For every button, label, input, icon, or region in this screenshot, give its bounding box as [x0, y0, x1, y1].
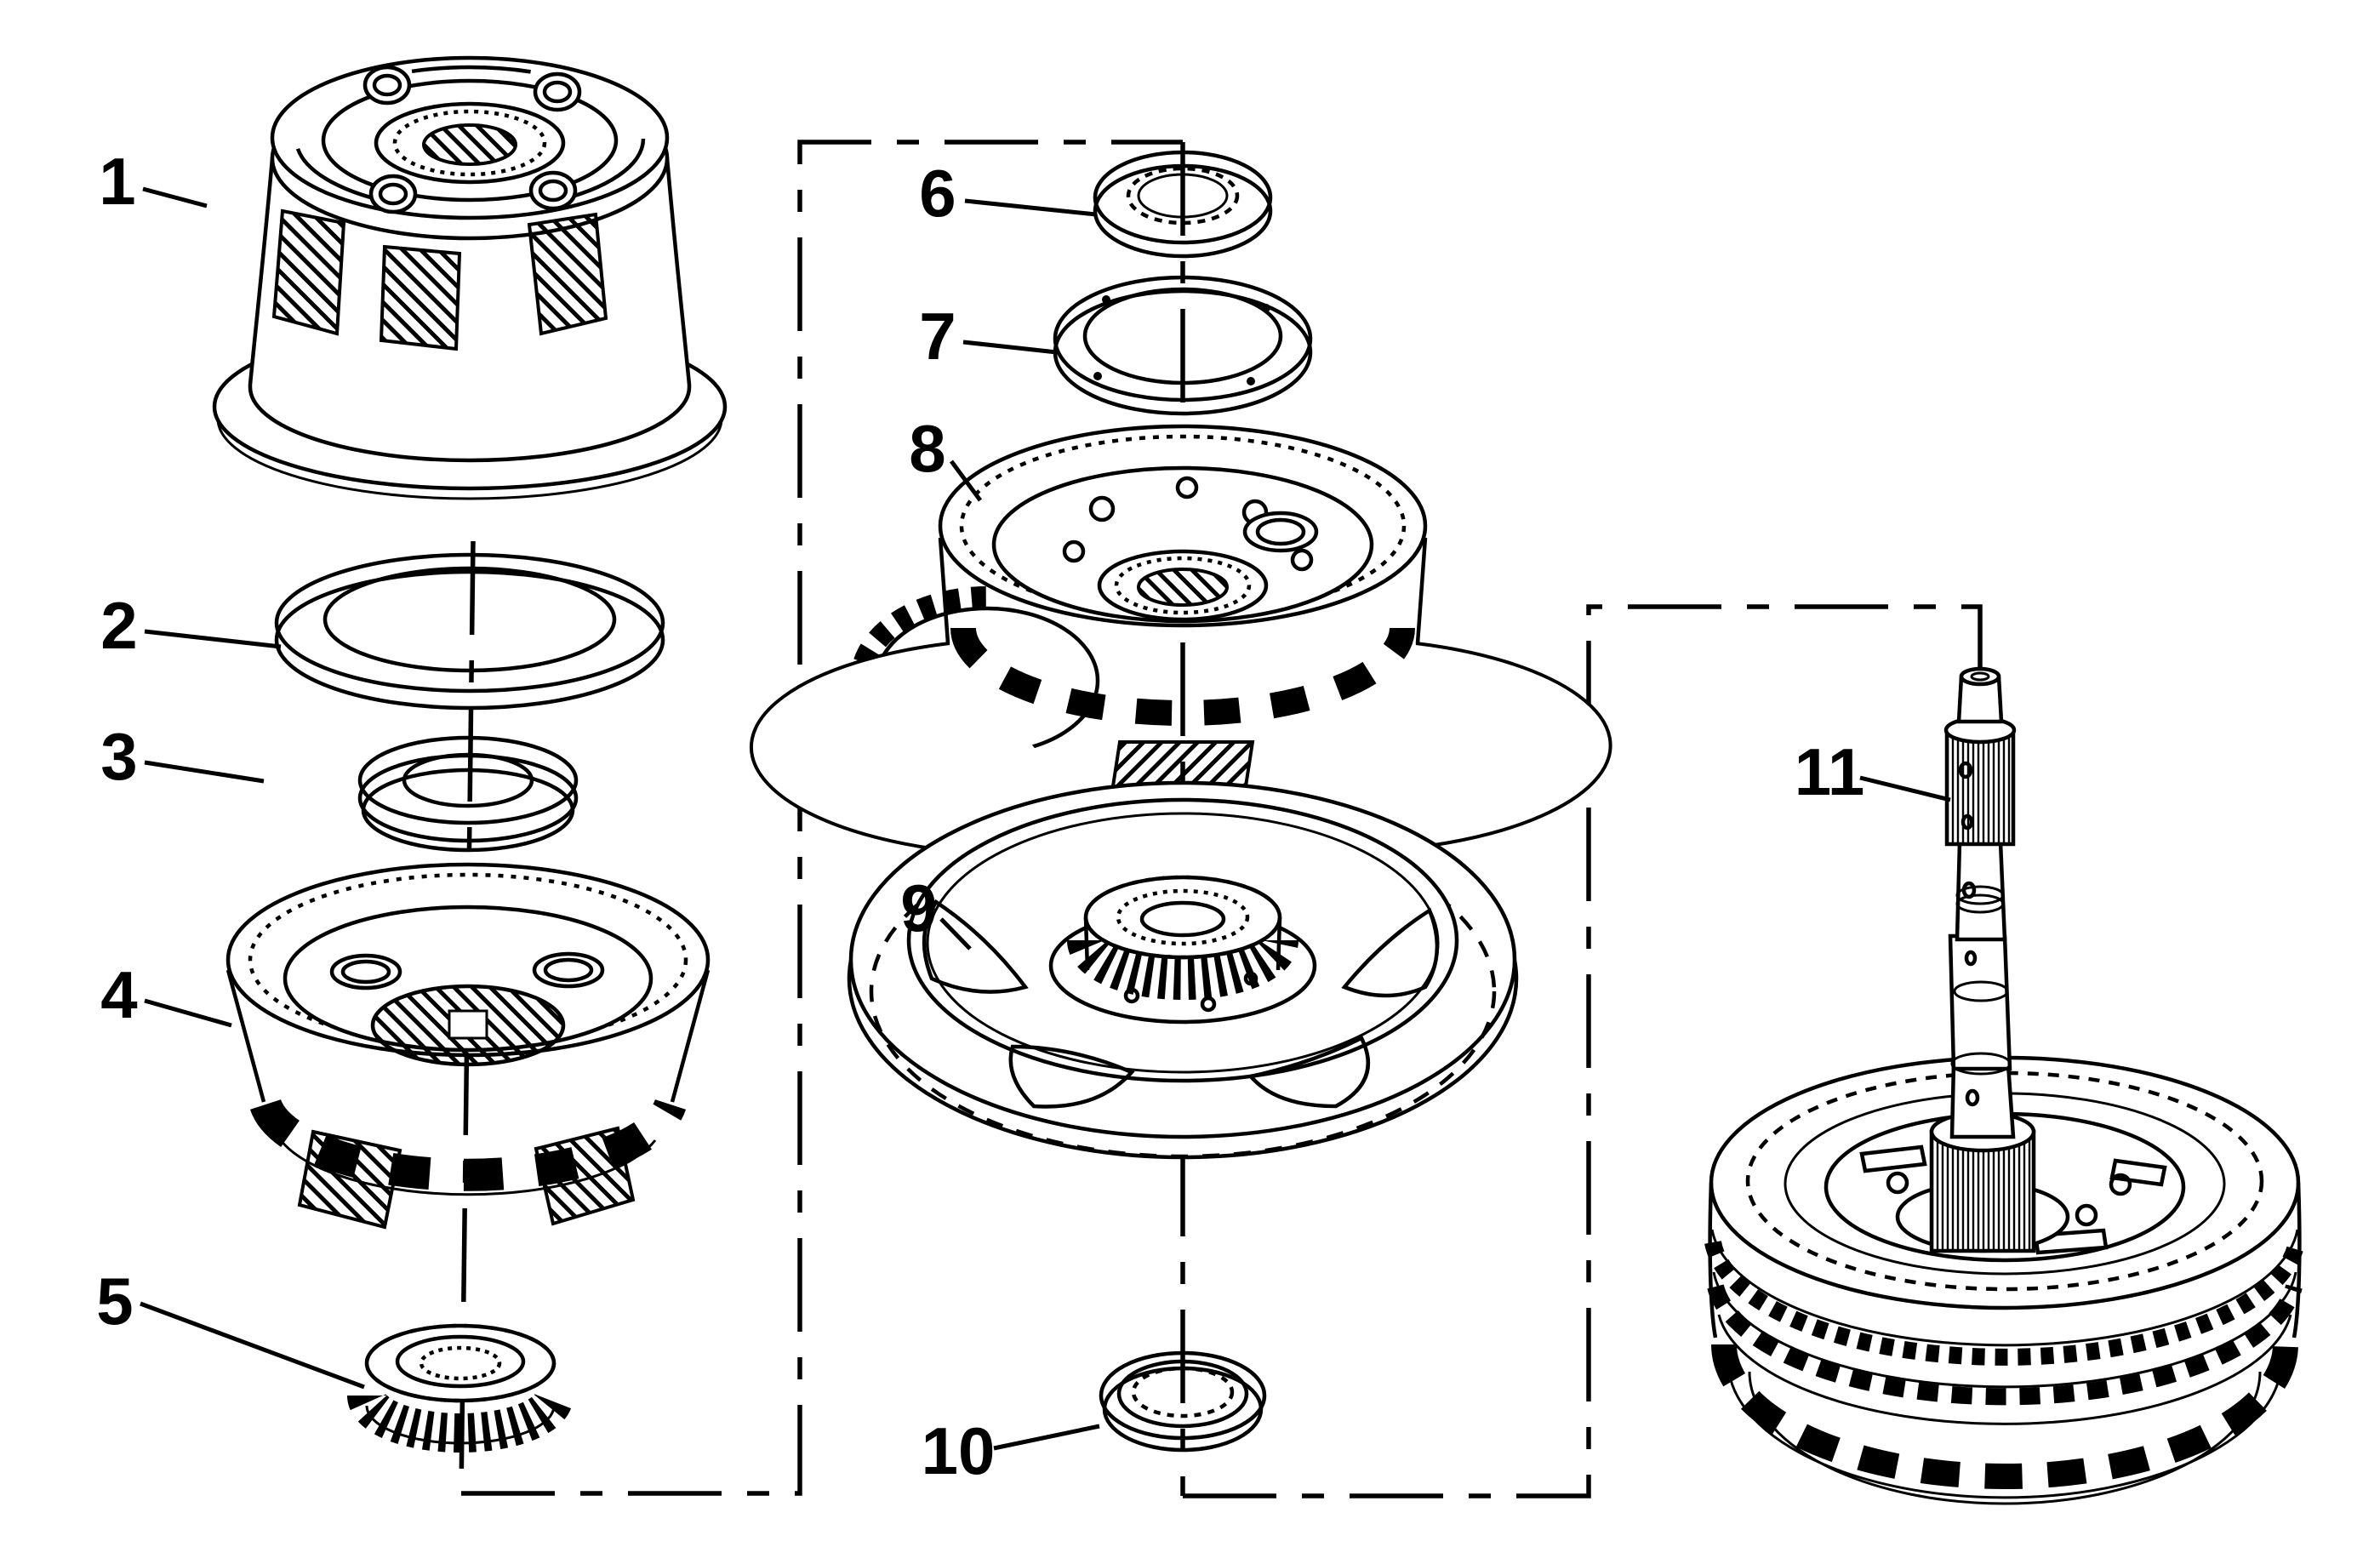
callout-10-label: 10 [922, 1413, 996, 1488]
callout-3-label: 3 [100, 719, 137, 794]
leader-line-1 [142, 186, 208, 208]
part-6-splined-washer [1093, 150, 1273, 259]
part-3-thrust-bearing [357, 735, 579, 853]
callout-9-label: 9 [900, 870, 937, 945]
leader-line-10 [993, 1424, 1100, 1451]
part-9-sprocket-carrier [847, 780, 1519, 1160]
callouts: 1 2 3 4 5 6 7 8 9 10 11 [96, 144, 1951, 1488]
leader-line-4 [144, 998, 232, 1028]
leader-line-2 [144, 629, 282, 649]
centerline-bracket-right [1183, 604, 1983, 1498]
callout-8-label: 8 [909, 411, 945, 486]
part-1-clutch-housing [212, 55, 728, 500]
callout-6-label: 6 [919, 156, 956, 231]
callout-2-label: 2 [100, 588, 137, 663]
callout-1-label: 1 [99, 144, 135, 219]
part-10-splined-bushing [1099, 1350, 1267, 1453]
callout-5-label: 5 [96, 1264, 133, 1339]
part-11-output-shaft-drum [1704, 666, 2305, 1505]
callout-7-label: 7 [919, 299, 956, 374]
leader-line-9 [939, 917, 972, 950]
part-2-thrust-ring [274, 552, 665, 711]
leader-line-6 [964, 198, 1097, 217]
leader-line-8 [949, 459, 983, 502]
part-5-sun-gear [347, 1323, 574, 1453]
leader-line-5 [140, 1301, 365, 1390]
leader-line-11 [1859, 775, 1951, 802]
callout-4-label: 4 [100, 957, 137, 1032]
leader-line-7 [962, 340, 1058, 355]
leader-line-3 [144, 760, 265, 784]
callout-11-label: 11 [1795, 734, 1864, 809]
centerline-bracket-left [461, 140, 1183, 1496]
part-4-planetary-carrier [225, 862, 711, 1230]
